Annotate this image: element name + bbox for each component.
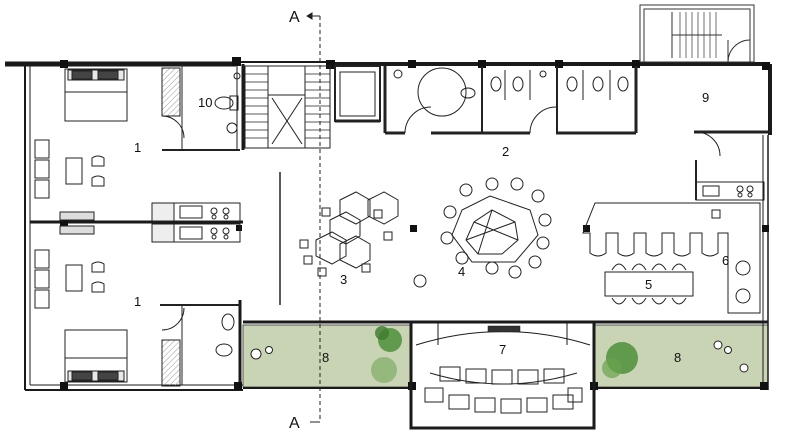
room-label-garden-right: 8 bbox=[674, 350, 681, 365]
room-label-office: 9 bbox=[702, 90, 709, 105]
dining-table bbox=[604, 263, 694, 305]
coworking-desks bbox=[279, 172, 427, 305]
section-line bbox=[306, 12, 321, 423]
room-label-coworking: 3 bbox=[340, 272, 347, 287]
section-label-bottom: A bbox=[289, 415, 300, 432]
exterior-walls bbox=[5, 61, 772, 391]
exterior-stair bbox=[639, 4, 755, 63]
room-label-bedroom-lower: 1 bbox=[134, 294, 141, 309]
meeting-hexagon bbox=[440, 177, 552, 279]
room-label-restrooms: 2 bbox=[502, 144, 509, 159]
room-label-auditorium: 7 bbox=[499, 342, 506, 357]
room-label-cafe: 6 bbox=[722, 253, 729, 268]
people-icon bbox=[250, 340, 749, 373]
room-label-garden-left: 8 bbox=[322, 350, 329, 365]
room-label-dining: 5 bbox=[645, 277, 652, 292]
auditorium bbox=[409, 320, 596, 430]
room-label-washroom: 10 bbox=[198, 95, 212, 110]
room-label-bedroom-upper: 1 bbox=[134, 140, 141, 155]
bedroom-lower-furniture bbox=[34, 223, 241, 387]
office-kitchen bbox=[694, 130, 770, 201]
washroom-and-stair bbox=[214, 65, 381, 149]
tree-icon bbox=[371, 326, 638, 383]
coffee-bar bbox=[582, 202, 761, 314]
restrooms bbox=[383, 66, 638, 135]
bedroom-upper-furniture bbox=[34, 64, 241, 222]
room-label-meeting: 4 bbox=[458, 264, 465, 279]
section-label-top: A bbox=[289, 9, 300, 26]
